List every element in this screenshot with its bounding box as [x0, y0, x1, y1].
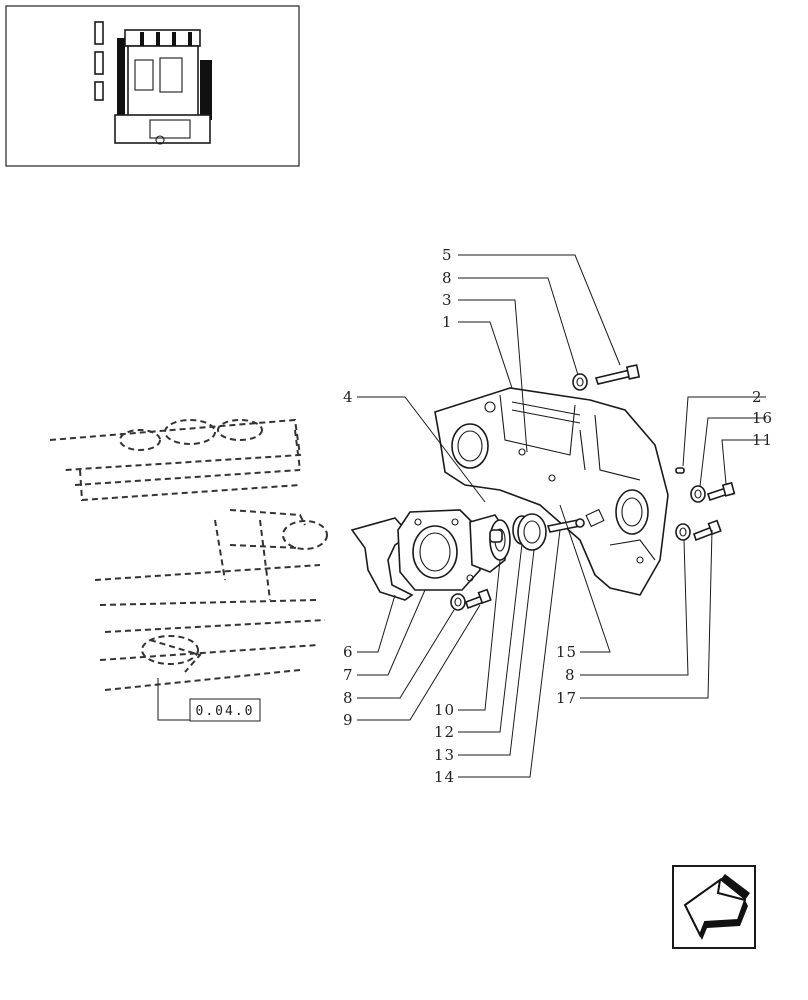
callout-5: 5: [442, 246, 453, 264]
seal-carrier[interactable]: [397, 509, 481, 591]
callout-16: 16: [752, 409, 773, 427]
callout-11: 11: [752, 431, 773, 449]
washer-8-top[interactable]: [572, 373, 588, 391]
callout-6: 6: [343, 643, 354, 661]
callout-13: 13: [434, 746, 455, 764]
plug[interactable]: [489, 529, 503, 543]
callout-15: 15: [556, 643, 577, 661]
dowel-2[interactable]: [675, 467, 685, 474]
spigot-tube[interactable]: [469, 514, 511, 573]
washer-8-left[interactable]: [450, 593, 466, 611]
reference-label: 0.04.0: [196, 704, 255, 719]
callout-2: 2: [752, 388, 763, 406]
washer-16[interactable]: [690, 485, 706, 503]
reference-box[interactable]: 0.04.0: [189, 698, 261, 722]
callout-10: 10: [434, 701, 455, 719]
leader-lines: [157, 254, 766, 778]
callout-17: 17: [556, 689, 577, 707]
back-button[interactable]: [672, 865, 756, 949]
callout-4: 4: [343, 388, 354, 406]
seal-cup[interactable]: [517, 513, 547, 551]
callouts: 5 8 3 1 4 2 16 11 15 8 17 6 7 8 9 10 12 …: [343, 246, 773, 786]
callout-12: 12: [434, 723, 455, 741]
bolt-9[interactable]: [464, 588, 492, 610]
engine-thumbnail-icon: [94, 21, 212, 145]
callout-8: 8: [343, 689, 354, 707]
callout-14: 14: [434, 768, 455, 786]
bolt-11[interactable]: [706, 481, 736, 502]
callout-3: 3: [442, 291, 453, 309]
callout-1: 1: [442, 313, 453, 331]
bolt-17[interactable]: [693, 519, 722, 542]
callout-7: 7: [343, 666, 354, 684]
engine-thumbnail[interactable]: [5, 5, 300, 167]
timing-cover-housing[interactable]: [434, 387, 669, 596]
washer-8-right[interactable]: [675, 523, 691, 541]
callout-8: 8: [442, 269, 453, 287]
callout-8: 8: [565, 666, 576, 684]
back-arrow-icon: [683, 874, 750, 940]
shaft-pin[interactable]: [546, 518, 585, 533]
engine-block-outline: [49, 418, 328, 691]
bolt-5[interactable]: [594, 364, 641, 385]
callout-9: 9: [343, 711, 354, 729]
